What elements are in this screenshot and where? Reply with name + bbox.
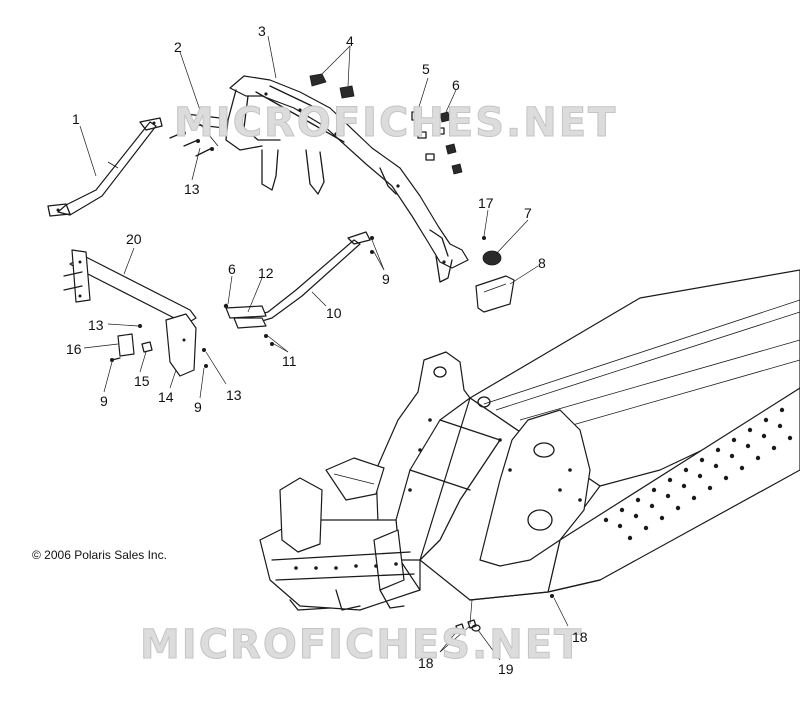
callout-label: 3 <box>258 23 266 39</box>
part-1-brace-rod <box>47 117 163 217</box>
callout-label: 18 <box>572 629 588 645</box>
callout-label: 18 <box>418 655 434 671</box>
callout-label: 6 <box>228 261 236 277</box>
leader-lines <box>79 35 569 661</box>
part-8-bracket <box>475 275 515 313</box>
callout-label: 10 <box>326 305 342 321</box>
callout-label: 9 <box>100 393 108 409</box>
callout-label: 13 <box>88 317 104 333</box>
callout-label: 15 <box>134 373 150 389</box>
part-4-caps <box>309 73 355 99</box>
callout-label: 11 <box>282 353 297 369</box>
running-board-holes <box>603 407 793 541</box>
callout-label: 1 <box>72 111 80 127</box>
watermark: MICROFICHES.NET <box>139 622 584 669</box>
part-3-upper-frame <box>225 75 469 283</box>
callout-label: 6 <box>452 77 460 93</box>
callout-label: 19 <box>498 661 514 677</box>
part-10-brace-rod <box>223 231 374 346</box>
callout-label: 13 <box>226 387 242 403</box>
callout-label: 16 <box>66 341 82 357</box>
callout-label: 2 <box>174 39 182 55</box>
callout-label: 8 <box>538 255 546 271</box>
watermark: MICROFICHES.NET <box>173 100 618 147</box>
callout-label: 12 <box>258 265 274 281</box>
callout-label: 17 <box>478 195 494 211</box>
callout-label: 9 <box>194 399 202 415</box>
callout-label: 5 <box>422 61 430 77</box>
callout-label: 13 <box>184 181 200 197</box>
callout-label: 7 <box>524 205 532 221</box>
part-7-cap <box>482 236 502 266</box>
parts-5-6-fasteners <box>411 111 463 175</box>
copyright-notice: © 2006 Polaris Sales Inc. <box>32 548 167 562</box>
callout-label: 20 <box>126 231 142 247</box>
callout-label: 14 <box>158 389 174 405</box>
parts-13-16-hardware <box>110 324 208 368</box>
chassis-tunnel <box>259 269 800 633</box>
callout-label: 9 <box>382 271 390 287</box>
callout-label: 4 <box>346 33 354 49</box>
part-20-cross-bar <box>63 249 197 377</box>
